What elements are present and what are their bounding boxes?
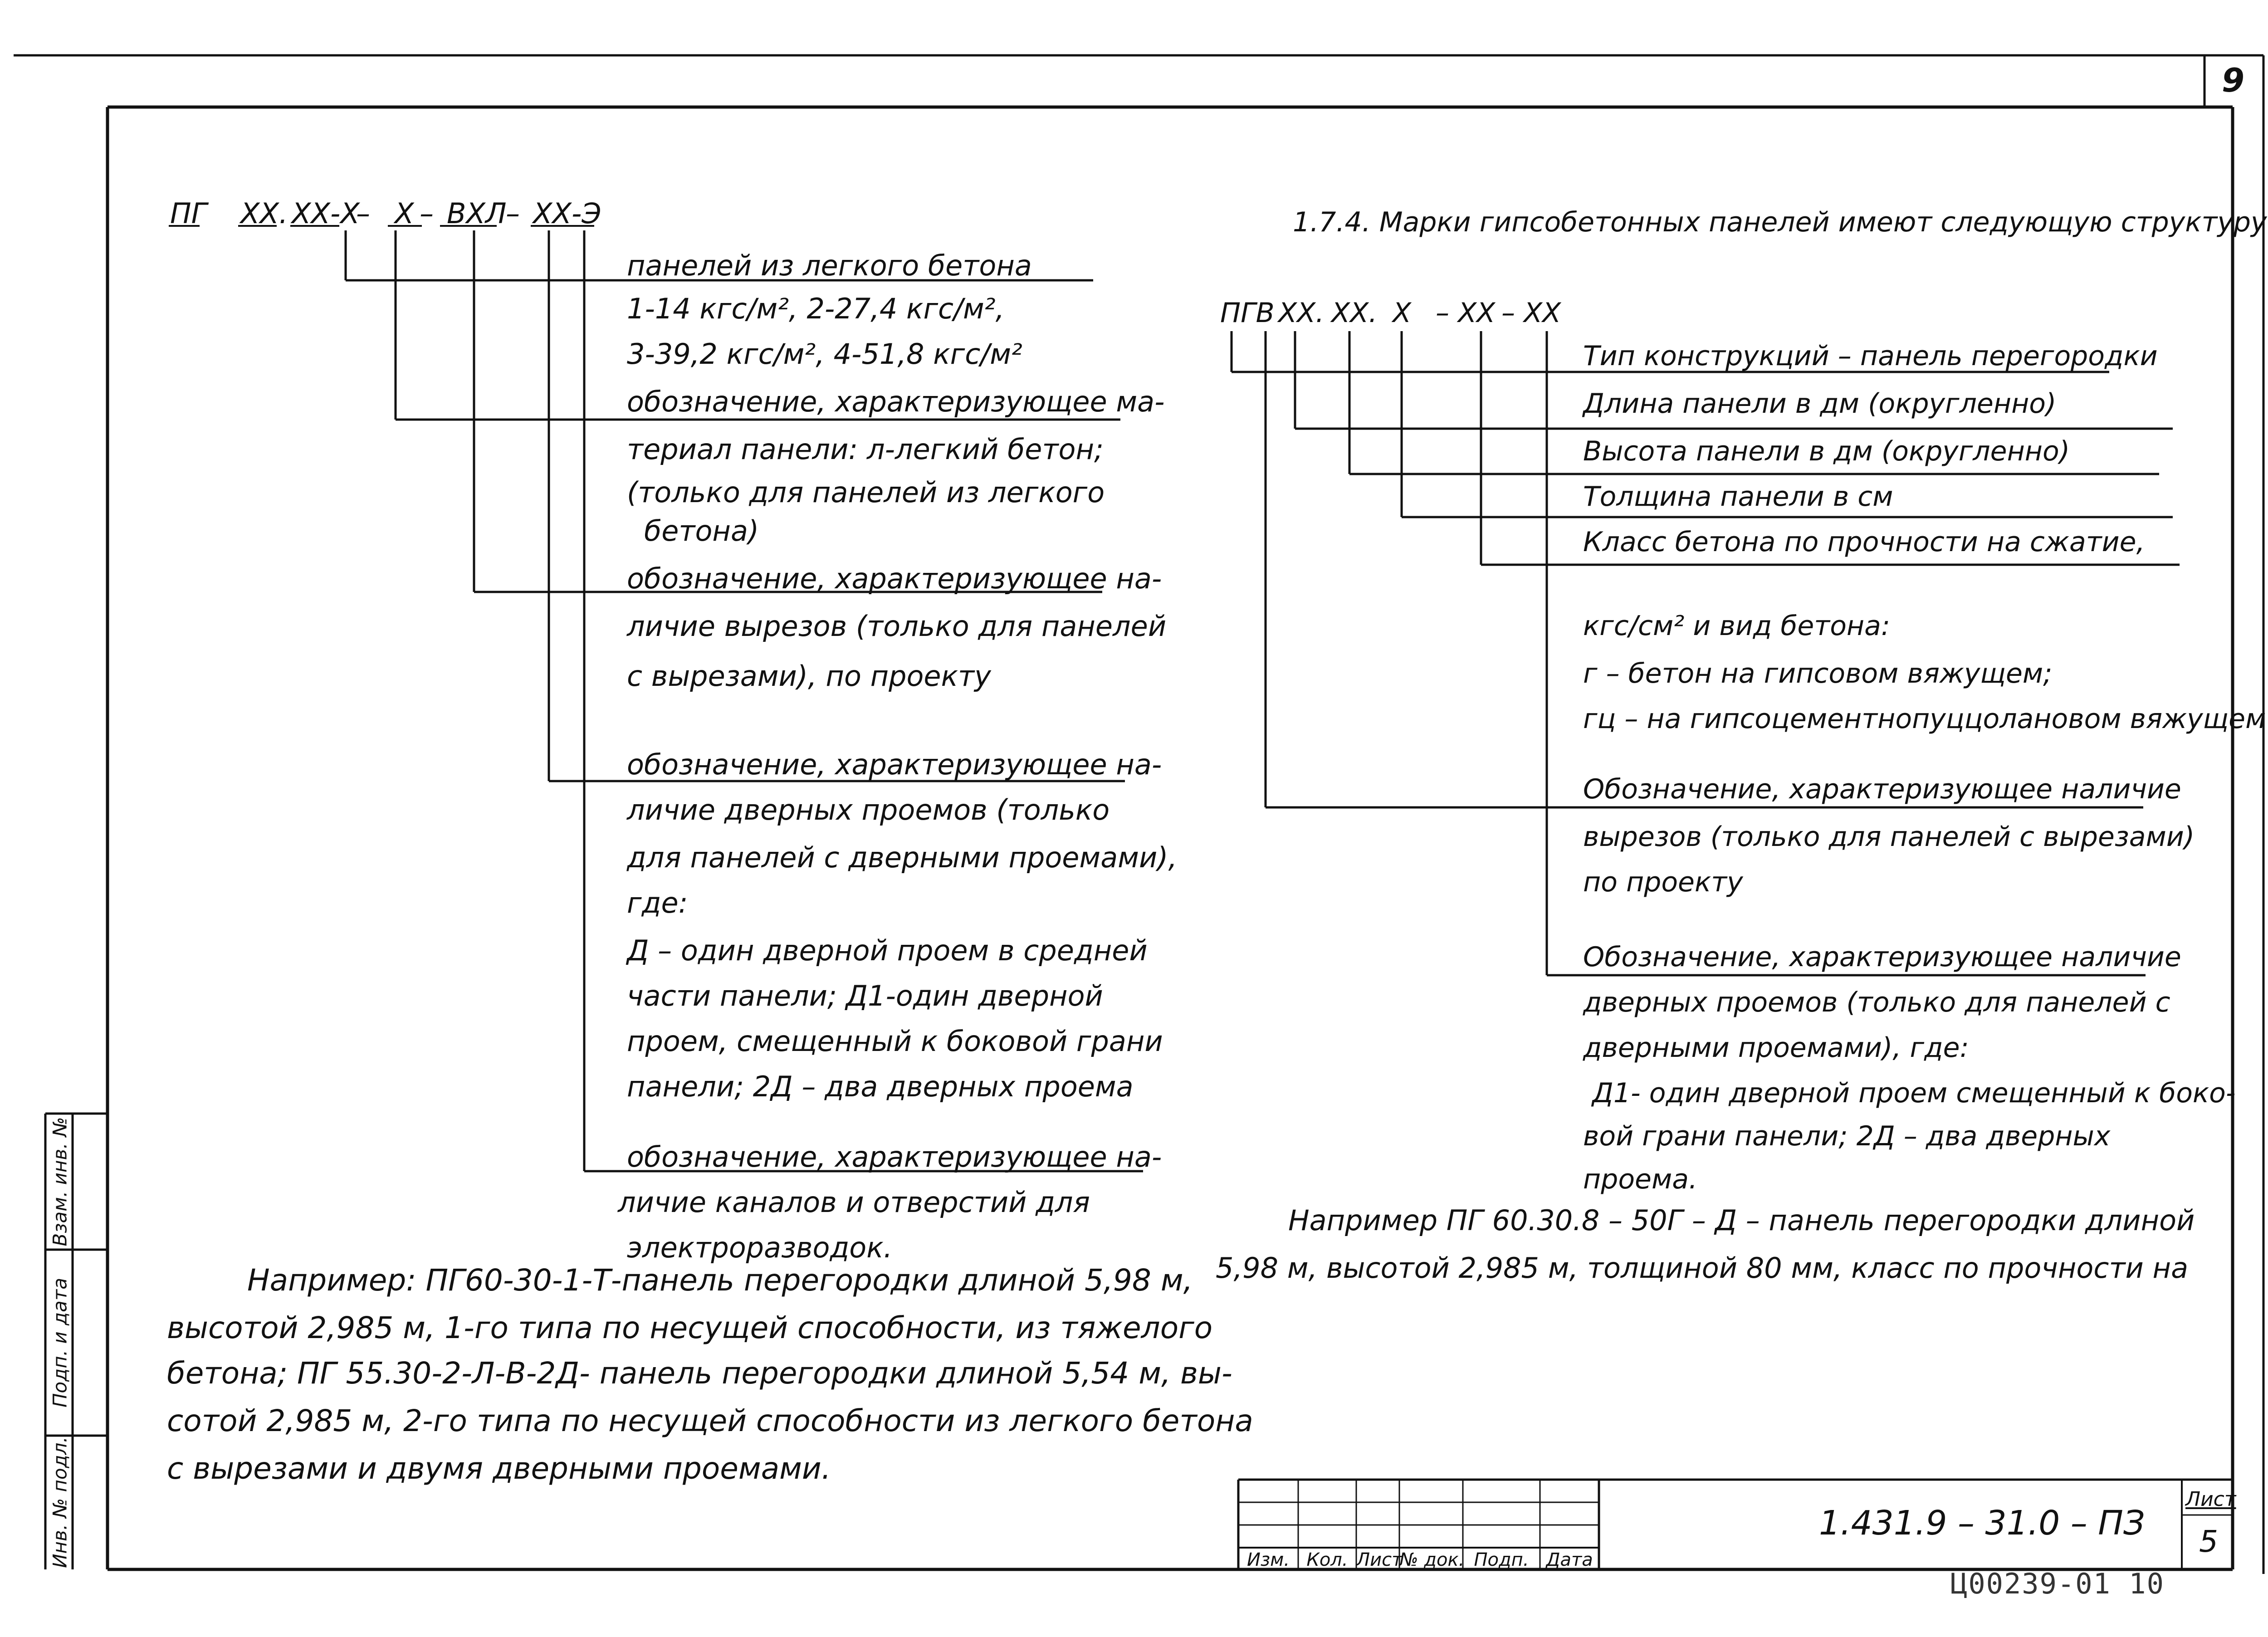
legend-line: части панели; Д1-один дверной xyxy=(627,979,1103,1012)
title-cell-data: Дата xyxy=(1546,1549,1593,1570)
legend-line: Д1- один дверной проем смещенный к боко- xyxy=(1592,1077,2236,1109)
example-line: с вырезами и двумя дверными проемами. xyxy=(167,1451,831,1486)
legend-line: Класс бетона по прочности на сжатие, xyxy=(1583,526,2145,558)
legend-line: Длина панели в дм (округленно) xyxy=(1583,388,2057,420)
example-line: 5,98 м, высотой 2,985 м, толщиной 80 мм,… xyxy=(1216,1251,2189,1285)
legend-line: обозначение, характеризующее на- xyxy=(627,1140,1162,1173)
legend-line: кгс/см² и вид бетона: xyxy=(1583,610,1891,642)
example-line: бетона; ПГ 55.30-2-Л-В-2Д- панель перего… xyxy=(167,1356,1232,1391)
legend-line: Обозначение, характеризующее наличие xyxy=(1583,941,2181,973)
sheet-label: Лист xyxy=(2185,1488,2236,1511)
formula-part: ХХ-Х xyxy=(292,197,360,230)
legend-line: для панелей с дверными проемами), xyxy=(627,841,1178,874)
legend-line: вырезов (только для панелей с вырезами) xyxy=(1583,821,2195,853)
formula-part: – ХХ xyxy=(1436,297,1496,329)
title-cell-podp: Подп. xyxy=(1474,1549,1529,1570)
archive-code: Ц00239-01 10 xyxy=(1950,1567,2165,1600)
legend-line: панели; 2Д – два дверных проема xyxy=(627,1070,1134,1103)
formula-part: – ХХ xyxy=(1501,297,1561,329)
stamp-label: Инв. № подл. xyxy=(49,1437,71,1568)
formula-part: ПГ xyxy=(170,197,207,230)
formula-part: ХХ-Э xyxy=(533,197,601,230)
legend-line: териал панели: л-легкий бетон; xyxy=(627,433,1104,466)
title-cell-kol: Кол. xyxy=(1306,1549,1348,1570)
legend-line: гц – на гипсоцементнопуццолановом вяжуще… xyxy=(1583,703,2266,735)
sheet-value: 5 xyxy=(2199,1524,2218,1559)
example-line: Например ПГ 60.30.8 – 50Г – Д – панель п… xyxy=(1288,1204,2195,1237)
title-cell-list: Лист xyxy=(1356,1549,1403,1570)
legend-line: с вырезами), по проекту xyxy=(627,660,991,693)
legend-line: Высота панели в дм (округленно) xyxy=(1583,435,2070,467)
legend-line: обозначение, характеризующее на- xyxy=(627,748,1162,781)
legend-line: вой грани панели; 2Д – два дверных xyxy=(1583,1120,2111,1152)
document-code: 1.431.9 – 31.0 – ПЗ xyxy=(1819,1504,2145,1543)
right-heading: 1.7.4. Марки гипсобетонных панелей имеют… xyxy=(1293,206,2268,238)
formula-part: ВХЛ xyxy=(447,197,507,230)
legend-line: панелей из легкого бетона xyxy=(627,249,1032,282)
formula-part: Х xyxy=(1393,297,1412,329)
legend-line: Тип конструкций – панель перегородки xyxy=(1583,340,2158,372)
legend-line: Д – один дверной проем в средней xyxy=(627,934,1148,967)
legend-line: проем, смещенный к боковой грани xyxy=(627,1025,1163,1058)
legend-line: дверных проемов (только для панелей с xyxy=(1583,987,2170,1018)
legend-line: проема. xyxy=(1583,1163,1698,1195)
legend-line: обозначение, характеризующее на- xyxy=(627,562,1162,595)
example-line: сотой 2,985 м, 2-го типа по несущей спос… xyxy=(167,1403,1253,1438)
example-line: Например: ПГ60-30-1-Т-панель перегородки… xyxy=(247,1263,1193,1298)
legend-line: обозначение, характеризующее ма- xyxy=(627,385,1165,418)
sheet-number: 9 xyxy=(2222,61,2245,99)
legend-line: 1-14 кгс/м², 2-27,4 кгс/м², xyxy=(627,292,1005,325)
stamp-label: Подп. и дата xyxy=(49,1277,71,1408)
formula-part: ХХ. xyxy=(1278,297,1325,329)
formula-part: ПГВ xyxy=(1220,297,1275,329)
legend-line: Обозначение, характеризующее наличие xyxy=(1583,773,2181,805)
legend-line: личие дверных проемов (только xyxy=(627,793,1110,826)
formula-part: – xyxy=(420,197,434,230)
formula-part: Х xyxy=(395,197,414,230)
legend-line: личие вырезов (только для панелей xyxy=(627,610,1167,643)
legend-line: электроразводок. xyxy=(627,1231,893,1264)
stamp-label: Взам. инв. № xyxy=(49,1117,71,1246)
formula-part: – xyxy=(506,197,520,230)
title-cell-izm: Изм. xyxy=(1246,1549,1290,1570)
formula-part: ХХ. xyxy=(240,197,288,230)
title-cell-ndok: № док. xyxy=(1399,1549,1465,1570)
legend-line: бетона) xyxy=(644,514,759,547)
formula-part: – xyxy=(356,197,370,230)
legend-line: личие каналов и отверстий для xyxy=(618,1186,1090,1219)
formula-part: ХХ. xyxy=(1331,297,1378,329)
legend-line: г – бетон на гипсовом вяжущем; xyxy=(1583,658,2053,689)
legend-line: (только для панелей из легкого xyxy=(627,476,1105,509)
legend-line: где: xyxy=(627,886,688,919)
legend-line: по проекту xyxy=(1583,866,1743,898)
legend-line: Толщина панели в см xyxy=(1583,481,1893,513)
legend-line: 3-39,2 кгс/м², 4-51,8 кгс/м² xyxy=(627,337,1022,371)
legend-line: дверными проемами), где: xyxy=(1583,1032,1969,1064)
example-line: высотой 2,985 м, 1-го типа по несущей сп… xyxy=(167,1310,1213,1345)
